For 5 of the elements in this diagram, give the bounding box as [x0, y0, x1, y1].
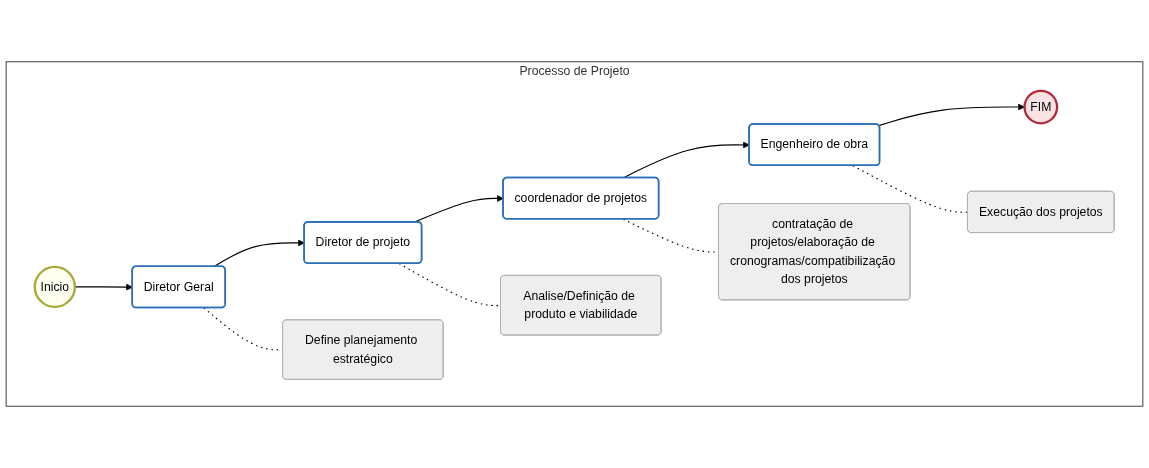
arrow — [74, 283, 133, 291]
node-circle: Inicio — [33, 265, 76, 309]
arrow — [213, 239, 305, 268]
node-circle: FIM — [1023, 89, 1059, 125]
arrow — [878, 103, 1025, 127]
